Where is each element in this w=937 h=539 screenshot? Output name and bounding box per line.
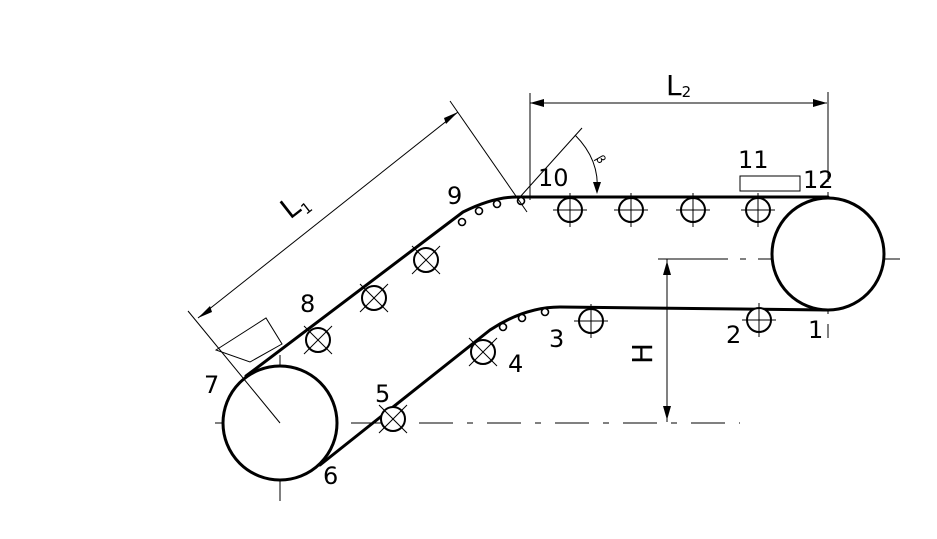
label-12: 12 [803,166,834,194]
dimension-H [663,259,671,422]
label-5: 5 [375,380,390,408]
label-9: 9 [447,182,462,210]
belt-upper-run [244,195,830,378]
label-6: 6 [323,462,338,490]
upper-curve-rollers [457,196,526,227]
dimension-L1 [187,100,528,424]
lower-return-rollers [378,303,776,434]
label-3: 3 [549,325,564,353]
head-pulley [770,196,886,312]
angle-beta [519,127,601,198]
belt-lower-run [318,305,830,467]
label-7: 7 [204,371,219,399]
L1-label: L1 [274,184,316,228]
L2-label: L2 [666,69,691,102]
item-11-box [739,175,801,192]
label-8: 8 [300,290,315,318]
upper-idler-rollers [303,193,775,355]
label-4: 4 [508,350,523,378]
label-10: 10 [538,164,569,192]
lower-curve-rollers [498,307,550,332]
label-2: 2 [726,321,741,349]
H-label: H [626,343,659,364]
dimension-L2 [529,93,827,200]
feed-hopper [214,317,283,363]
angle-beta-label: β [593,153,609,167]
label-11: 11 [738,146,769,174]
label-1: 1 [808,316,823,344]
